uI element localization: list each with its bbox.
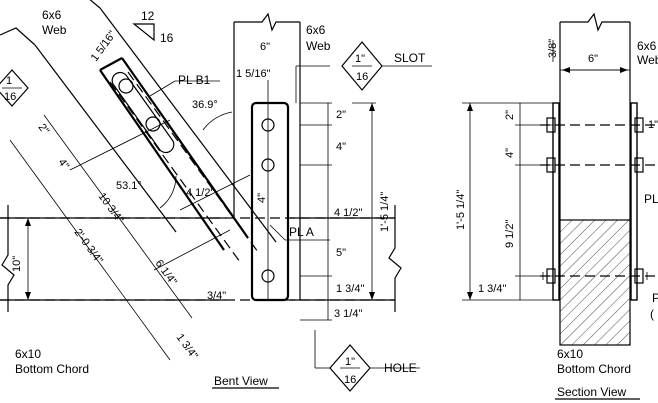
plate-right: [630, 102, 638, 301]
section-view-caption: Section View: [557, 385, 626, 399]
right-dim-1-3-4: 1 3/4": [336, 283, 364, 295]
section-web-label-line1: 6x6: [637, 39, 657, 53]
section-dim-3-8: 3/8": [547, 39, 559, 58]
diagonal-web: [0, 0, 277, 243]
vert-dim-1-5-16: 1 5/16": [236, 68, 271, 80]
dim-6-1-4: 6 1/4": [153, 258, 179, 288]
right-dim-4-1-2: 4 1/2": [334, 207, 362, 219]
dim-4: 4": [56, 157, 72, 172]
web-label-line1: 6x6: [42, 8, 62, 22]
right-dim-3-1-4: 3 1/4": [334, 308, 362, 320]
bolts: [540, 117, 658, 284]
section-cut-pl: PL: [644, 192, 658, 206]
hole-tag-left-num: 1: [6, 75, 12, 87]
hole-label: HOLE: [384, 361, 417, 375]
inner-dim-4: 4": [256, 193, 268, 203]
web-label-line2: Web: [42, 23, 67, 37]
vert-dim-6: 6": [260, 41, 270, 53]
diagonal-dimensions: [9, 114, 251, 361]
section-dim-6: 6": [588, 53, 598, 65]
right-dim-5: 5": [336, 247, 346, 259]
section-cut-top: 1": [648, 119, 658, 131]
dim-10: 10": [11, 256, 23, 272]
section-dim-9-1-2: 9 1/2": [504, 220, 516, 248]
pl-b1-label: PL B1: [178, 73, 211, 87]
dim-2-0-3-4: 2'-0 3/4": [72, 227, 105, 267]
dim-4-1-2-diagonal: 4 1/2": [186, 187, 214, 199]
section-dim-2: 2": [504, 110, 516, 120]
bent-view-caption: Bent View: [214, 374, 268, 388]
hole-tag-left: [0, 69, 29, 107]
right-dim-4: 4": [336, 141, 346, 153]
plate-left: [552, 102, 560, 301]
section-cut-paren: (: [650, 307, 654, 321]
dim-1-5-1-4: 1'-5 1/4": [379, 192, 391, 232]
dim-3-4: 3/4": [207, 290, 226, 302]
section-cut-p: P: [652, 291, 658, 305]
angle-53-1: 53.1°: [116, 180, 142, 192]
section-chord-line1: 6x10: [557, 347, 583, 361]
section-chord-line2: Bottom Chord: [557, 362, 631, 376]
vert-web-label-line1: 6x6: [306, 23, 326, 37]
slot-tag-den: 16: [356, 71, 368, 83]
leaders: [149, 80, 330, 241]
slot-tag: [295, 41, 432, 103]
section-dim-overall: 1'-5 1/4": [455, 190, 467, 230]
right-dim-2: 2": [336, 109, 346, 121]
bottom-chord: [0, 205, 402, 312]
dim-10-3-4: 10 3/4": [96, 191, 126, 226]
slope-rise: 12: [141, 9, 155, 23]
section-dim-4: 4": [504, 148, 516, 158]
section-web-label-line2: Web: [637, 53, 658, 67]
right-dimensions: [300, 102, 376, 321]
bottom-chord-line1: 6x10: [15, 347, 41, 361]
dim-1-3-4: 1 3/4": [174, 332, 200, 362]
pl-a-label: PL A: [289, 225, 314, 239]
bottom-chord-line2: Bottom Chord: [15, 362, 89, 376]
hole-tag-den: 16: [344, 374, 356, 386]
dim-1-5-16: 1 5/16": [89, 29, 119, 64]
bent-view: 6x6 Web 12 16 1 16 1 5/16" PL B1 36.9° 2…: [0, 0, 432, 392]
section-dim-1-3-4: 1 3/4": [478, 283, 506, 295]
section-dimensions: [462, 40, 628, 301]
vertical-web: [233, 12, 301, 302]
angle-36-9: 36.9°: [192, 99, 218, 111]
plate-b1: [99, 57, 259, 263]
slot-label: SLOT: [394, 51, 426, 65]
angle-marks: [159, 111, 233, 209]
hole-tag: [314, 330, 420, 392]
vert-web-label-line2: Web: [306, 39, 331, 53]
slope-indicator: [132, 23, 155, 42]
dim-2: 2": [36, 122, 52, 137]
hole-tag-num: 1": [345, 356, 355, 368]
bottom-chord-section: [559, 219, 631, 346]
section-view: 3/8" 6" 6x6 Web 2" 4" 1'-5 1/4" 9 1/2" 1…: [455, 12, 658, 400]
hole-tag-left-den: 16: [4, 91, 16, 103]
slope-run: 16: [160, 31, 174, 45]
slot-tag-num: 1": [355, 53, 365, 65]
